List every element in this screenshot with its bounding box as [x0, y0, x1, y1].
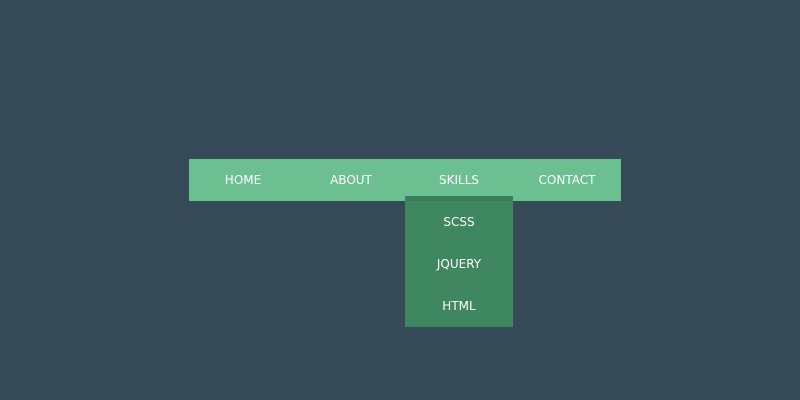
- skills-dropdown: SCSS JQUERY HTML: [405, 196, 513, 327]
- dropdown-item-scss[interactable]: SCSS: [443, 215, 475, 229]
- nav-item-skills[interactable]: SKILLS: [438, 173, 479, 187]
- nav-item-home[interactable]: HOME: [224, 173, 262, 187]
- dropdown-item-jquery[interactable]: JQUERY: [436, 257, 482, 271]
- nav-item-about[interactable]: ABOUT: [330, 173, 372, 187]
- nav-item-contact[interactable]: CONTACT: [538, 173, 596, 187]
- dropdown-item-html[interactable]: HTML: [442, 299, 476, 313]
- main-nav: HOME ABOUT SKILLS CONTACT: [189, 159, 621, 201]
